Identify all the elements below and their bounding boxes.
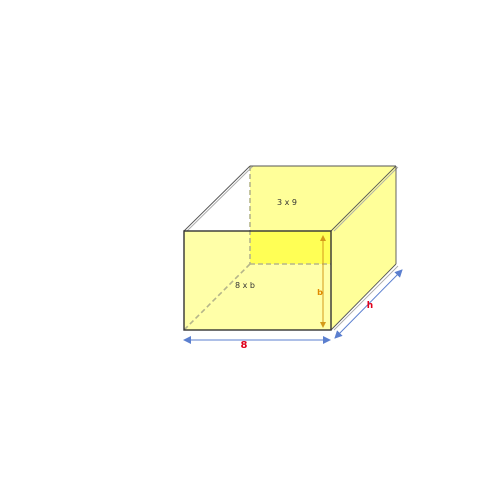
- height-label: b: [317, 288, 323, 297]
- front-face-label: 8 x b: [235, 281, 255, 290]
- width-label: 8: [241, 340, 248, 351]
- depth-arrow: [334, 269, 403, 339]
- hidden-edges: [183, 166, 331, 331]
- depth-label: h: [367, 301, 373, 311]
- overlap-highlight: [250, 231, 331, 264]
- back-face-label: 3 x 9: [277, 198, 297, 207]
- front-face-edges: [183, 230, 332, 331]
